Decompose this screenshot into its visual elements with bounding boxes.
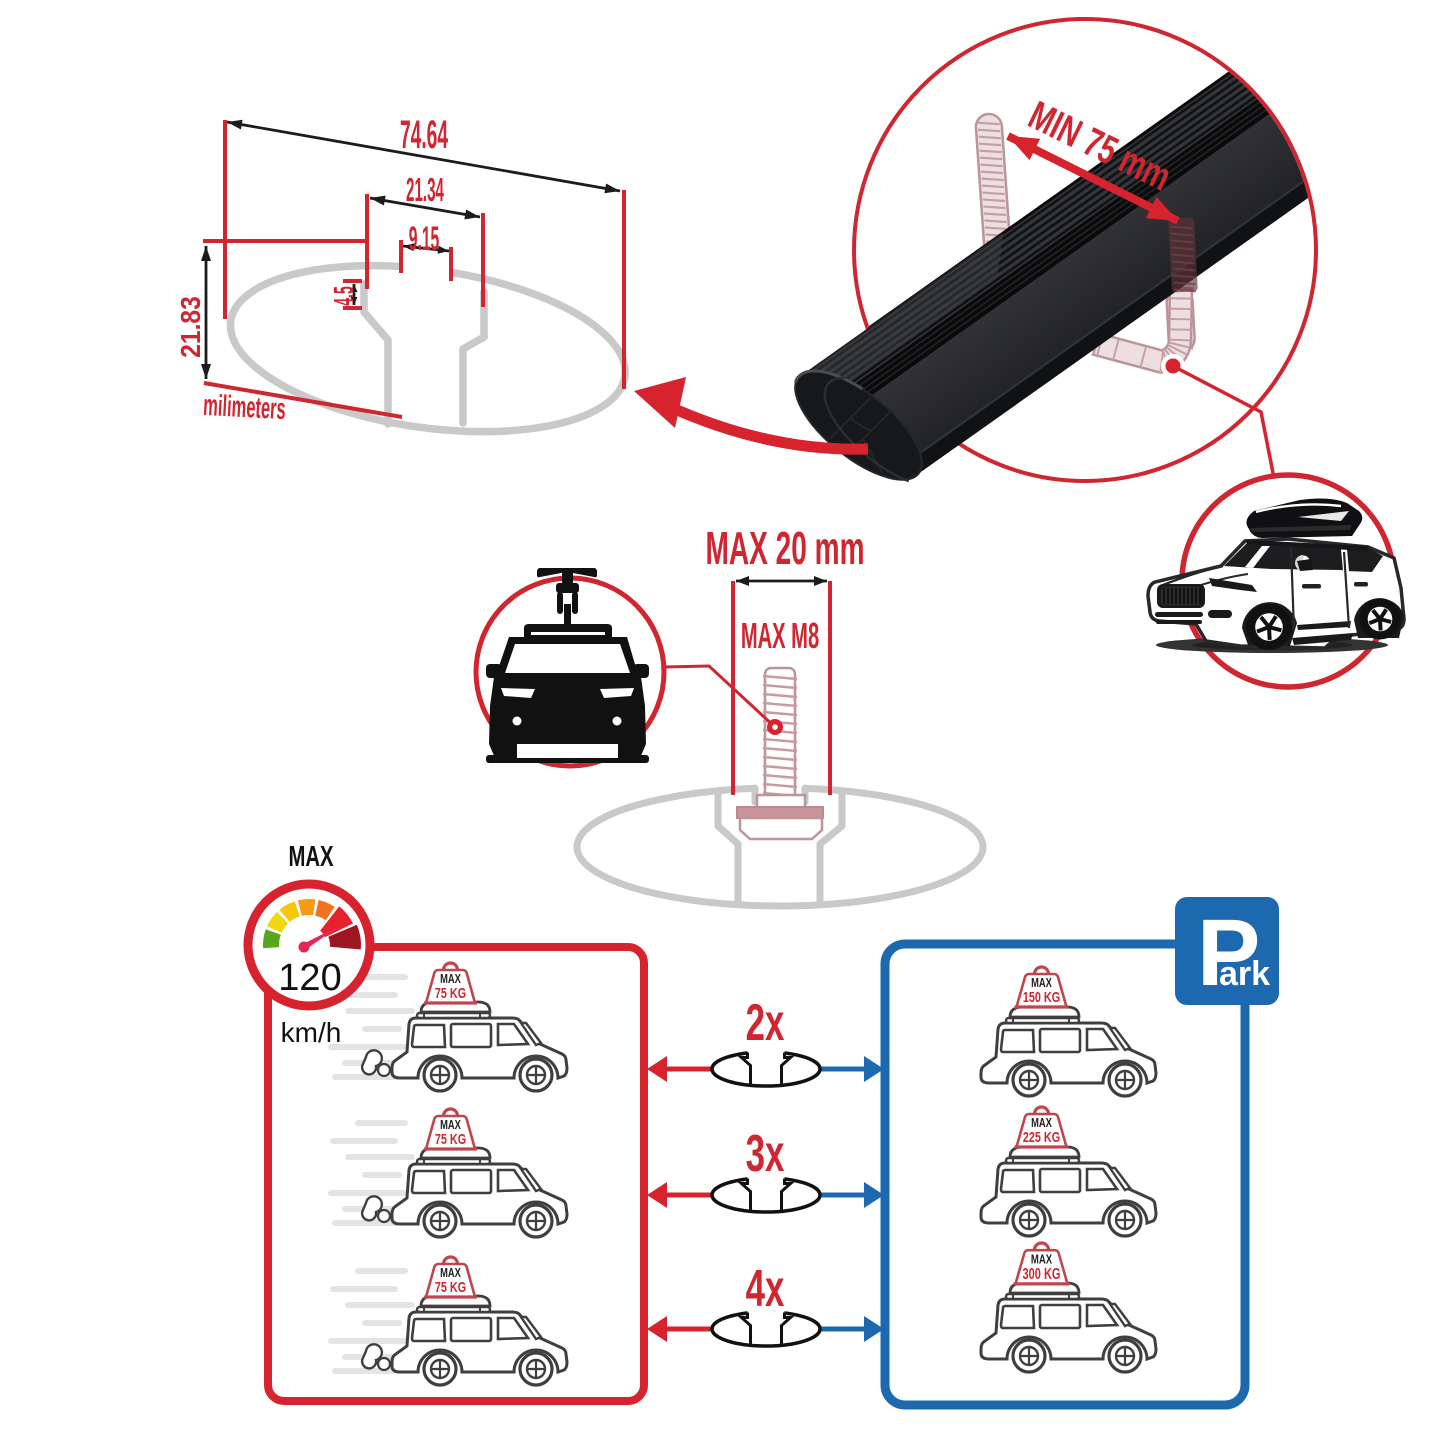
svg-text:9.15: 9.15 [409,219,439,258]
svg-text:120: 120 [278,957,341,999]
svg-text:ark: ark [1219,955,1270,993]
svg-text:75 KG: 75 KG [435,984,466,1001]
svg-text:MAX: MAX [440,1119,461,1133]
svg-text:MAX: MAX [1031,1117,1052,1131]
svg-text:150 KG: 150 KG [1023,988,1060,1005]
svg-text:MAX 20 mm: MAX 20 mm [705,524,864,575]
svg-text:300 KG: 300 KG [1023,1265,1061,1282]
svg-text:MAX: MAX [288,841,333,873]
svg-text:75 KG: 75 KG [435,1278,466,1295]
svg-text:4.5: 4.5 [328,286,360,305]
svg-text:MAX M8: MAX M8 [741,617,819,656]
svg-text:MAX: MAX [440,973,461,987]
svg-text:km/h: km/h [281,1017,342,1048]
svg-text:74.64: 74.64 [400,112,448,157]
svg-text:2x: 2x [746,994,785,1052]
svg-text:MAX: MAX [1031,977,1052,991]
svg-text:21.34: 21.34 [406,173,444,209]
svg-text:MAX: MAX [1031,1253,1052,1267]
svg-text:P: P [1197,900,1260,1006]
svg-text:21.83: 21.83 [175,296,207,358]
svg-text:MAX: MAX [440,1267,461,1281]
svg-text:225 KG: 225 KG [1023,1128,1060,1145]
svg-text:75 KG: 75 KG [435,1130,466,1147]
svg-text:4x: 4x [746,1260,785,1318]
svg-text:3x: 3x [746,1125,785,1183]
svg-text:milimeters: milimeters [202,389,286,427]
